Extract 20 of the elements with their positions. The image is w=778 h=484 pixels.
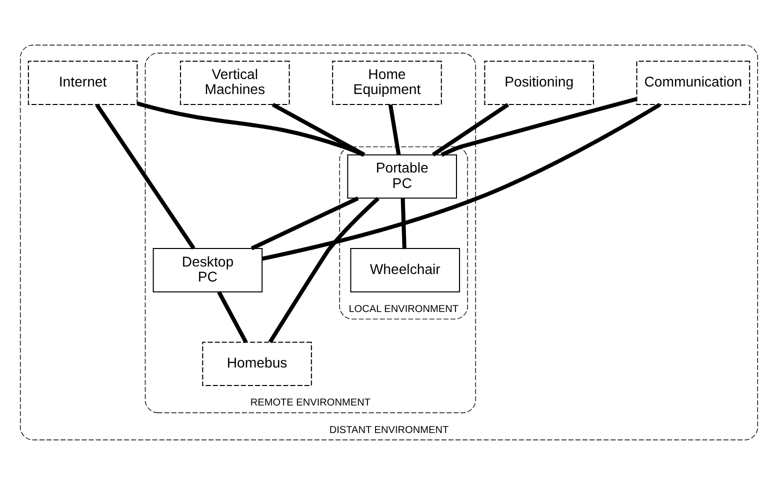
connector	[136, 101, 364, 156]
node-box: Internet	[28, 60, 138, 105]
connector	[95, 103, 196, 249]
connector	[388, 104, 401, 155]
connector	[400, 198, 406, 248]
node-box: Wheelchair	[350, 248, 460, 292]
node-box: Positioning	[484, 60, 594, 105]
connector	[262, 102, 662, 260]
node-box: Vertical Machines	[180, 60, 290, 105]
node-box: Portable PC	[347, 154, 457, 198]
node-box: Desktop PC	[152, 248, 263, 292]
connector	[268, 196, 380, 343]
node-box: Communication	[636, 60, 750, 105]
node-box: Homebus	[202, 341, 312, 386]
connector	[272, 102, 366, 156]
connector	[440, 96, 638, 156]
connector	[432, 102, 510, 156]
connector	[250, 196, 359, 250]
connector	[217, 290, 248, 343]
node-box: Home Equipment	[332, 60, 442, 105]
